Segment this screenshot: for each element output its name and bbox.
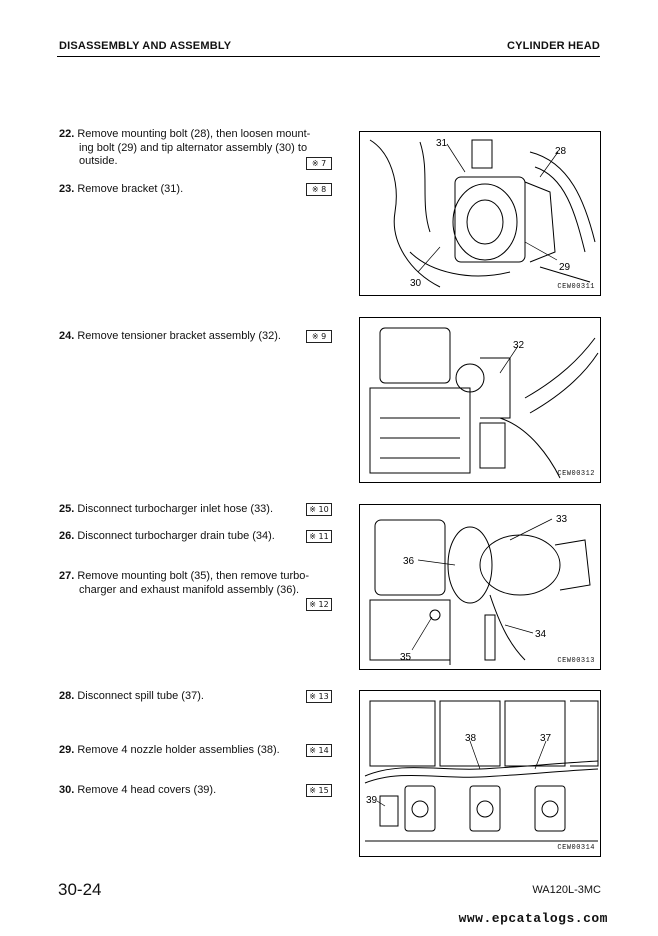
callout-35: 35	[400, 652, 412, 663]
tensioner-illustration: 32	[369, 327, 599, 479]
reference-mark-10: ※ 10	[306, 503, 332, 516]
header-chapter-title: CYLINDER HEAD	[506, 40, 600, 52]
step-number: 24.	[59, 330, 75, 342]
header-section-title: DISASSEMBLY AND ASSEMBLY	[59, 40, 232, 52]
step-text: Remove tensioner bracket assembly (32).	[77, 330, 281, 342]
step-number: 28.	[59, 690, 75, 702]
watermark: www.epcatalogs.com	[458, 911, 608, 926]
step-text: Disconnect turbocharger drain tube (34).	[77, 530, 275, 542]
step-number: 25.	[59, 503, 75, 515]
page-number: 30-24	[58, 880, 102, 899]
callout-31: 31	[436, 138, 448, 149]
reference-mark-8: ※ 8	[306, 183, 332, 196]
step-text-cont: ing bolt (29) and tip alternator assembl…	[79, 141, 308, 154]
step-22: 22. Remove mounting bolt (28), then loos…	[59, 128, 332, 169]
step-25: 25. Disconnect turbocharger inlet hose (…	[59, 503, 332, 517]
figure-code: CEW00312	[557, 470, 595, 478]
step-text-cont: charger and exhaust manifold assembly (3…	[79, 583, 300, 596]
reference-mark-15: ※ 15	[306, 784, 332, 797]
reference-mark-14: ※ 14	[306, 744, 332, 757]
turbocharger-illustration: 33 36 34 35	[369, 514, 591, 665]
step-30: 30. Remove 4 head covers (39).	[59, 784, 332, 798]
step-23: 23. Remove bracket (31).	[59, 183, 332, 197]
callout-39: 39	[366, 795, 378, 806]
figure-tensioner: 32 CEW00312	[359, 317, 601, 483]
figure-code: CEW00311	[557, 283, 595, 291]
step-text: Disconnect turbocharger inlet hose (33).	[77, 503, 274, 515]
figure-alternator: 31 28 29 30 CEW00311	[359, 131, 601, 296]
step-text: Remove 4 head covers (39).	[77, 784, 217, 796]
callout-29: 29	[559, 262, 571, 273]
figure-code: CEW00313	[557, 657, 595, 665]
step-text-cont: outside.	[79, 155, 118, 167]
callout-28: 28	[555, 146, 567, 157]
step-text: Disconnect spill tube (37).	[77, 690, 204, 702]
step-text: Remove mounting bolt (28), then loosen m…	[77, 128, 311, 140]
step-27: 27. Remove mounting bolt (35), then remo…	[59, 570, 332, 597]
step-number: 29.	[59, 744, 75, 756]
step-text: Remove 4 nozzle holder assemblies (38).	[77, 744, 280, 756]
callout-32: 32	[513, 340, 525, 351]
step-text: Remove bracket (31).	[77, 183, 184, 195]
callout-36: 36	[403, 556, 415, 567]
callout-38: 38	[465, 733, 477, 744]
step-24: 24. Remove tensioner bracket assembly (3…	[59, 330, 332, 344]
header-rule	[57, 56, 600, 57]
callout-37: 37	[540, 733, 552, 744]
figure-head-covers: 38 37 39 CEW00314	[359, 690, 601, 857]
reference-mark-12: ※ 12	[306, 598, 332, 611]
alternator-illustration: 31 28 29 30	[369, 138, 596, 289]
step-text: Remove mounting bolt (35), then remove t…	[77, 570, 310, 582]
reference-mark-13: ※ 13	[306, 690, 332, 703]
reference-mark-11: ※ 11	[306, 530, 332, 543]
step-28: 28. Disconnect spill tube (37).	[59, 690, 332, 704]
callout-34: 34	[535, 629, 547, 640]
callout-33: 33	[556, 514, 568, 525]
model-number: WA120L-3MC	[532, 884, 601, 896]
step-number: 30.	[59, 784, 75, 796]
step-26: 26. Disconnect turbocharger drain tube (…	[59, 530, 332, 544]
figure-code: CEW00314	[557, 844, 595, 852]
callout-30: 30	[410, 278, 422, 289]
reference-mark-9: ※ 9	[306, 330, 332, 343]
step-number: 27.	[59, 570, 75, 582]
figure-turbocharger: 33 36 34 35 CEW00313	[359, 504, 601, 670]
head-covers-illustration: 38 37 39	[364, 700, 599, 842]
step-29: 29. Remove 4 nozzle holder assemblies (3…	[59, 744, 332, 758]
step-number: 23.	[59, 183, 75, 195]
step-number: 22.	[59, 128, 75, 140]
reference-mark-7: ※ 7	[306, 157, 332, 170]
step-number: 26.	[59, 530, 75, 542]
